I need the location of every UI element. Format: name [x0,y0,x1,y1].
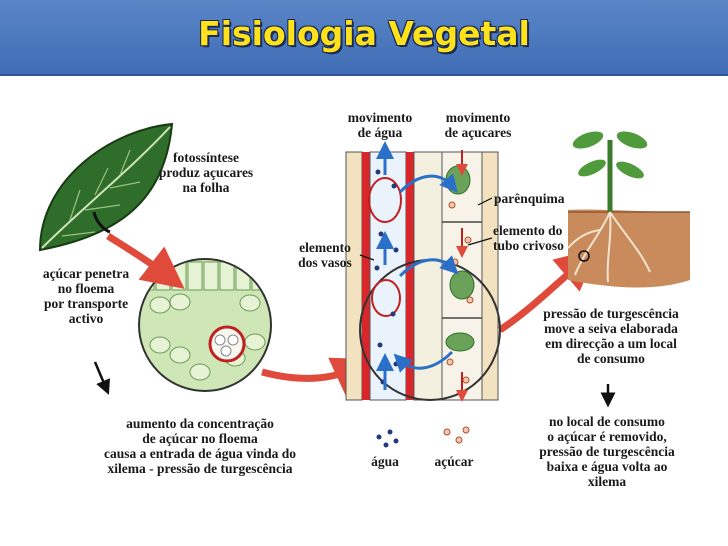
down-arrow-left [93,361,110,395]
label-movimento-acucares: movimento de açucares [444,110,512,140]
label-aumento-concentracao: aumento da concentração de açúcar no flo… [103,416,297,476]
label-acucar-penetra: açúcar penetra no floema por transporte … [42,266,130,326]
label-parenquima: parênquima [494,191,565,206]
vascular-tissue [345,141,501,402]
leaf-illustration [38,122,174,252]
header-bar: Fisiologia Vegetal [0,0,728,76]
label-elemento-tubo-crivoso: elemento do tubo crivoso [493,223,564,253]
arrow-leaf-to-section [106,233,185,289]
label-agua: água [371,454,399,469]
water-symbol [376,429,399,448]
arrow-section-to-vessels [261,357,376,396]
plant-illustration [567,131,690,288]
label-acucar: açúcar [434,454,474,469]
leaf-cross-section [138,258,272,392]
sugar-symbol [443,426,470,444]
slide-title: Fisiologia Vegetal [198,14,530,53]
label-pointers [359,197,493,261]
phloem-transport-diagram [38,122,690,448]
label-movimento-agua: movimento de água [347,110,413,140]
label-pressao-turgescencia: pressão de turgescência move a seiva ela… [543,306,679,366]
label-elemento-vasos: elemento dos vasos [298,240,352,270]
label-fotossintese: fotossíntese produz açucares na folha [158,150,254,195]
label-local-consumo: no local de consumo o açúcar é removido,… [539,414,675,489]
